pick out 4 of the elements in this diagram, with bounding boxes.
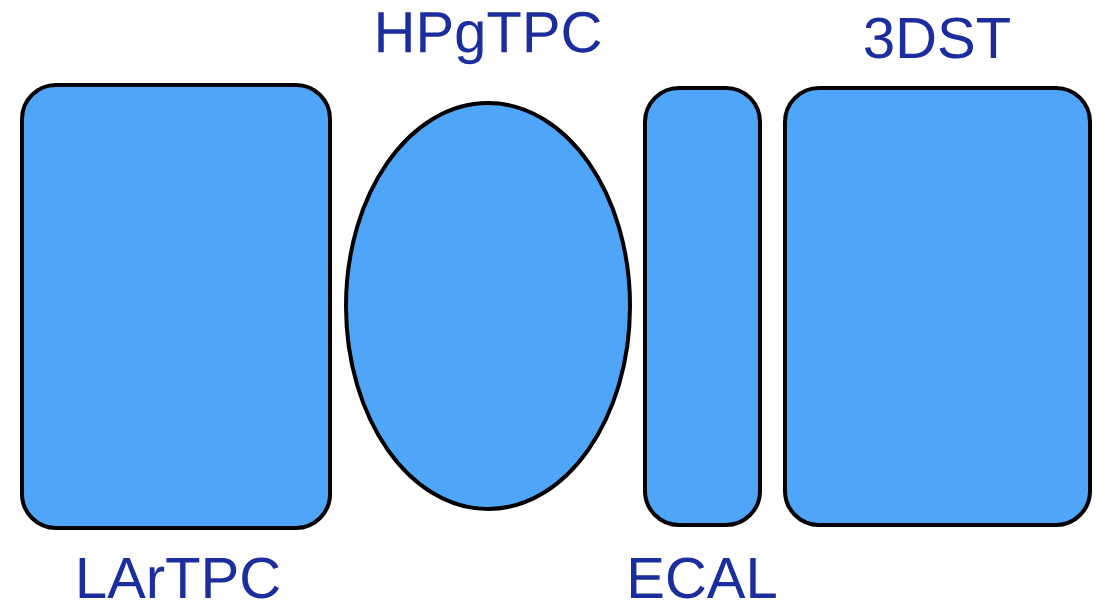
detector-label: ECAL — [631, 557, 776, 599]
detector-label: 3DST — [865, 17, 1010, 59]
detector-label: LArTPC — [79, 557, 279, 599]
detector-label: HPgTPC — [378, 11, 601, 65]
